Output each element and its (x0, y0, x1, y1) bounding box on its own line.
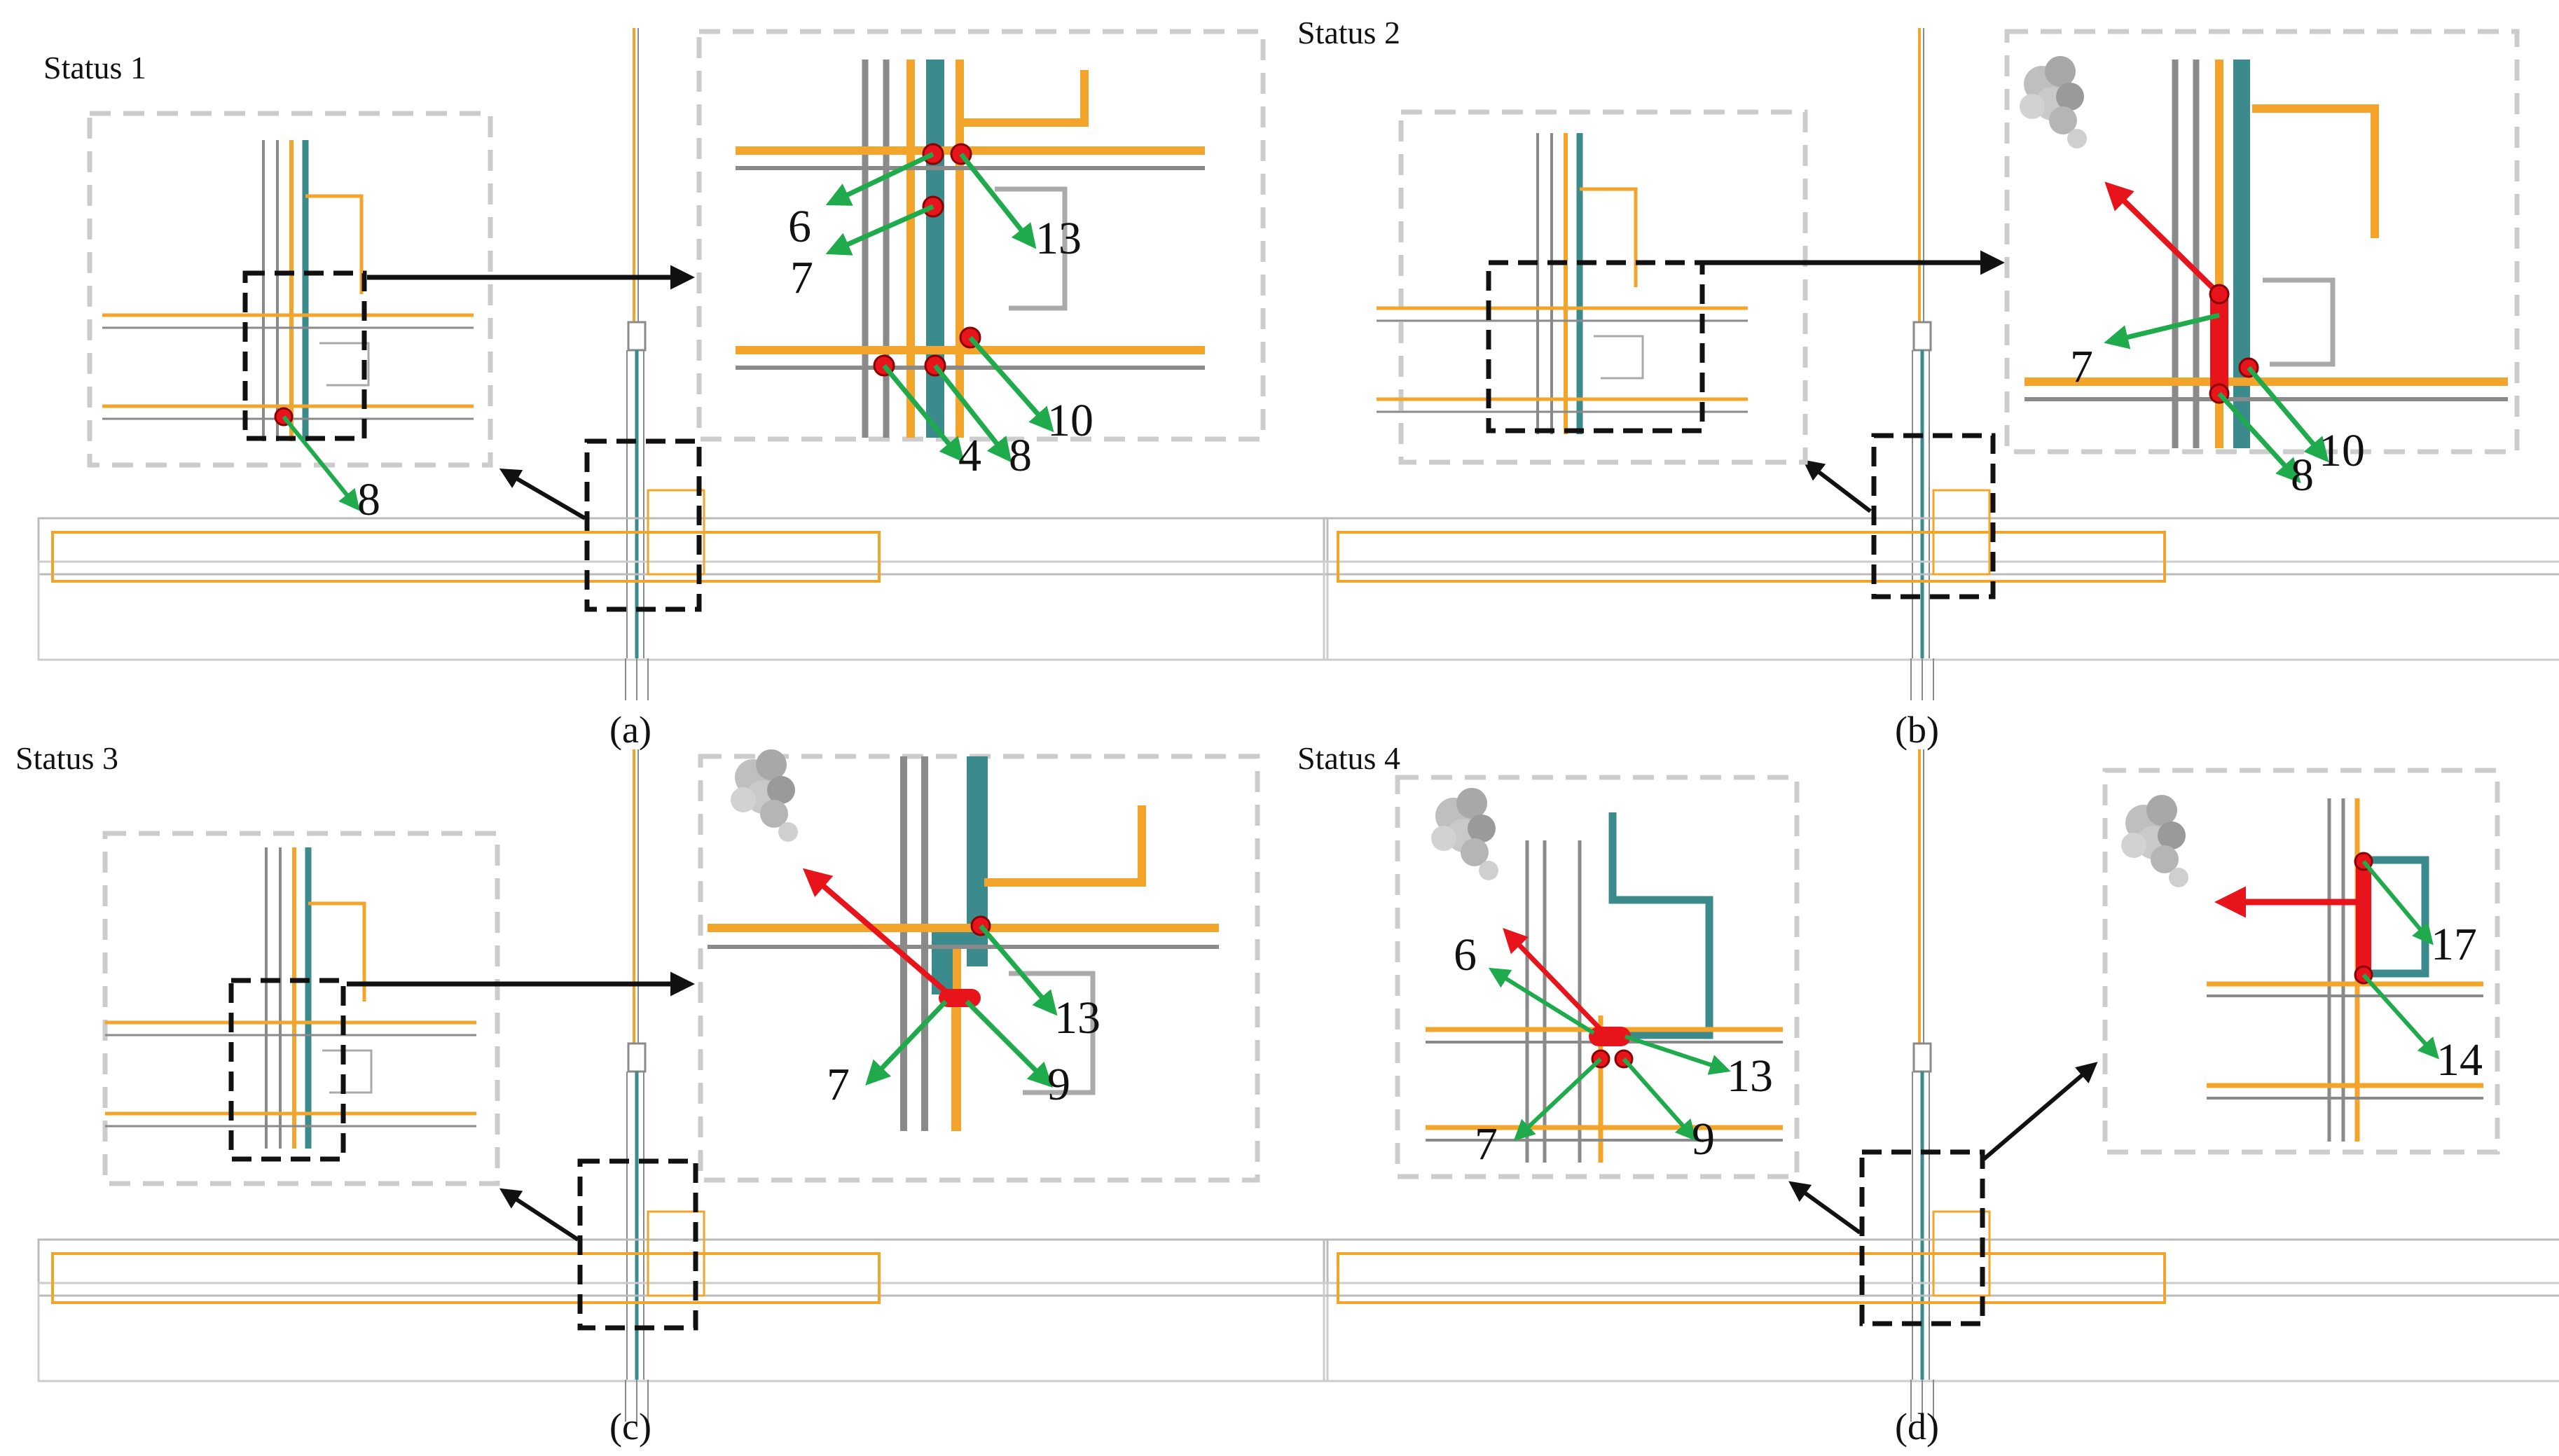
callout-number: 7 (2070, 341, 2093, 392)
inset-pipes (105, 847, 476, 1149)
flow-arrows (865, 924, 1058, 1088)
detail-frame (696, 29, 1266, 442)
detail-pipes (2207, 798, 2483, 1142)
callout-number: 7 (790, 252, 813, 303)
status-label: Status 4 (1297, 740, 1400, 776)
zoom-arrow (1982, 1062, 2098, 1161)
panel-caption: (a) (609, 709, 651, 751)
panel-caption: (c) (609, 1406, 651, 1448)
smoke-icon (731, 749, 798, 842)
callout-number: 6 (788, 201, 811, 252)
fault-points (873, 143, 981, 377)
highlight-box (584, 438, 702, 612)
smoke-icon (2121, 795, 2188, 887)
status-label: Status 3 (15, 740, 118, 776)
callout-number: 13 (1035, 213, 1082, 264)
callout-number: 7 (1475, 1118, 1498, 1170)
flow-arrows (1488, 967, 1731, 1142)
zoom-arrow (1788, 1181, 1861, 1235)
zoom-arrow (499, 468, 586, 520)
callout-number: 17 (2431, 919, 2477, 970)
callout-number: 9 (1047, 1059, 1070, 1110)
panel-caption: (b) (1895, 709, 1939, 751)
callout-number: 13 (1054, 992, 1101, 1044)
zoom-arrow (499, 1188, 579, 1242)
callout-number: 10 (2319, 425, 2365, 476)
fault-section (2210, 291, 2228, 396)
callout-number: 4 (958, 430, 981, 481)
detail-frame (2004, 29, 2520, 455)
zoom-box (228, 978, 346, 1162)
fault-section (1589, 1027, 1631, 1046)
flow-arrows (2361, 860, 2440, 1060)
panel-d: Status 4 6 13 (1297, 740, 2559, 1448)
highlight-box (1859, 1149, 1985, 1326)
overview-plan (39, 28, 1327, 700)
smoke-arrow (1503, 927, 1603, 1032)
fault-section (2356, 860, 2371, 976)
callout-number: 6 (1454, 929, 1477, 980)
callout-number: 13 (1727, 1051, 1773, 1102)
smoke-arrow (802, 868, 951, 997)
callout-number: 8 (357, 474, 380, 525)
inset-frame (1395, 775, 1800, 1179)
smoke-icon (2020, 56, 2087, 148)
callout-number: 8 (1009, 430, 1032, 481)
flow-arrows (2104, 312, 2329, 484)
callout-number: 14 (2436, 1034, 2483, 1086)
zoom-arrow (1802, 459, 1872, 513)
highlight-box (1871, 433, 1996, 599)
smoke-icon (1431, 788, 1498, 880)
detail-frame (2102, 768, 2500, 1155)
callout-number: 10 (1047, 395, 1094, 446)
callout-number: 8 (2291, 450, 2314, 501)
panel-b: Status 2 7 (1297, 15, 2559, 751)
panel-c: Status 3 13 7 9 (c (15, 740, 1327, 1448)
highlight-box (577, 1158, 698, 1331)
callout-number: 9 (1692, 1114, 1715, 1165)
callout-number: 7 (827, 1059, 850, 1110)
smoke-arrow (2104, 181, 2221, 296)
inset-pipes (102, 140, 474, 441)
inset-pipes (1377, 133, 1748, 434)
zoom-box (1486, 260, 1705, 434)
inset-frame (1398, 109, 1808, 465)
status-label: Status 1 (43, 50, 146, 85)
zoom-box (242, 270, 367, 441)
flow-arrows (825, 151, 1054, 463)
detail-pipes (736, 60, 1205, 438)
panel-caption: (d) (1895, 1406, 1939, 1448)
flow-arrow (282, 415, 360, 511)
inset-frame (102, 831, 500, 1186)
status-label: Status 2 (1297, 15, 1400, 50)
panel-a: Status 1 8 (39, 28, 1327, 751)
inset-frame (87, 111, 493, 468)
